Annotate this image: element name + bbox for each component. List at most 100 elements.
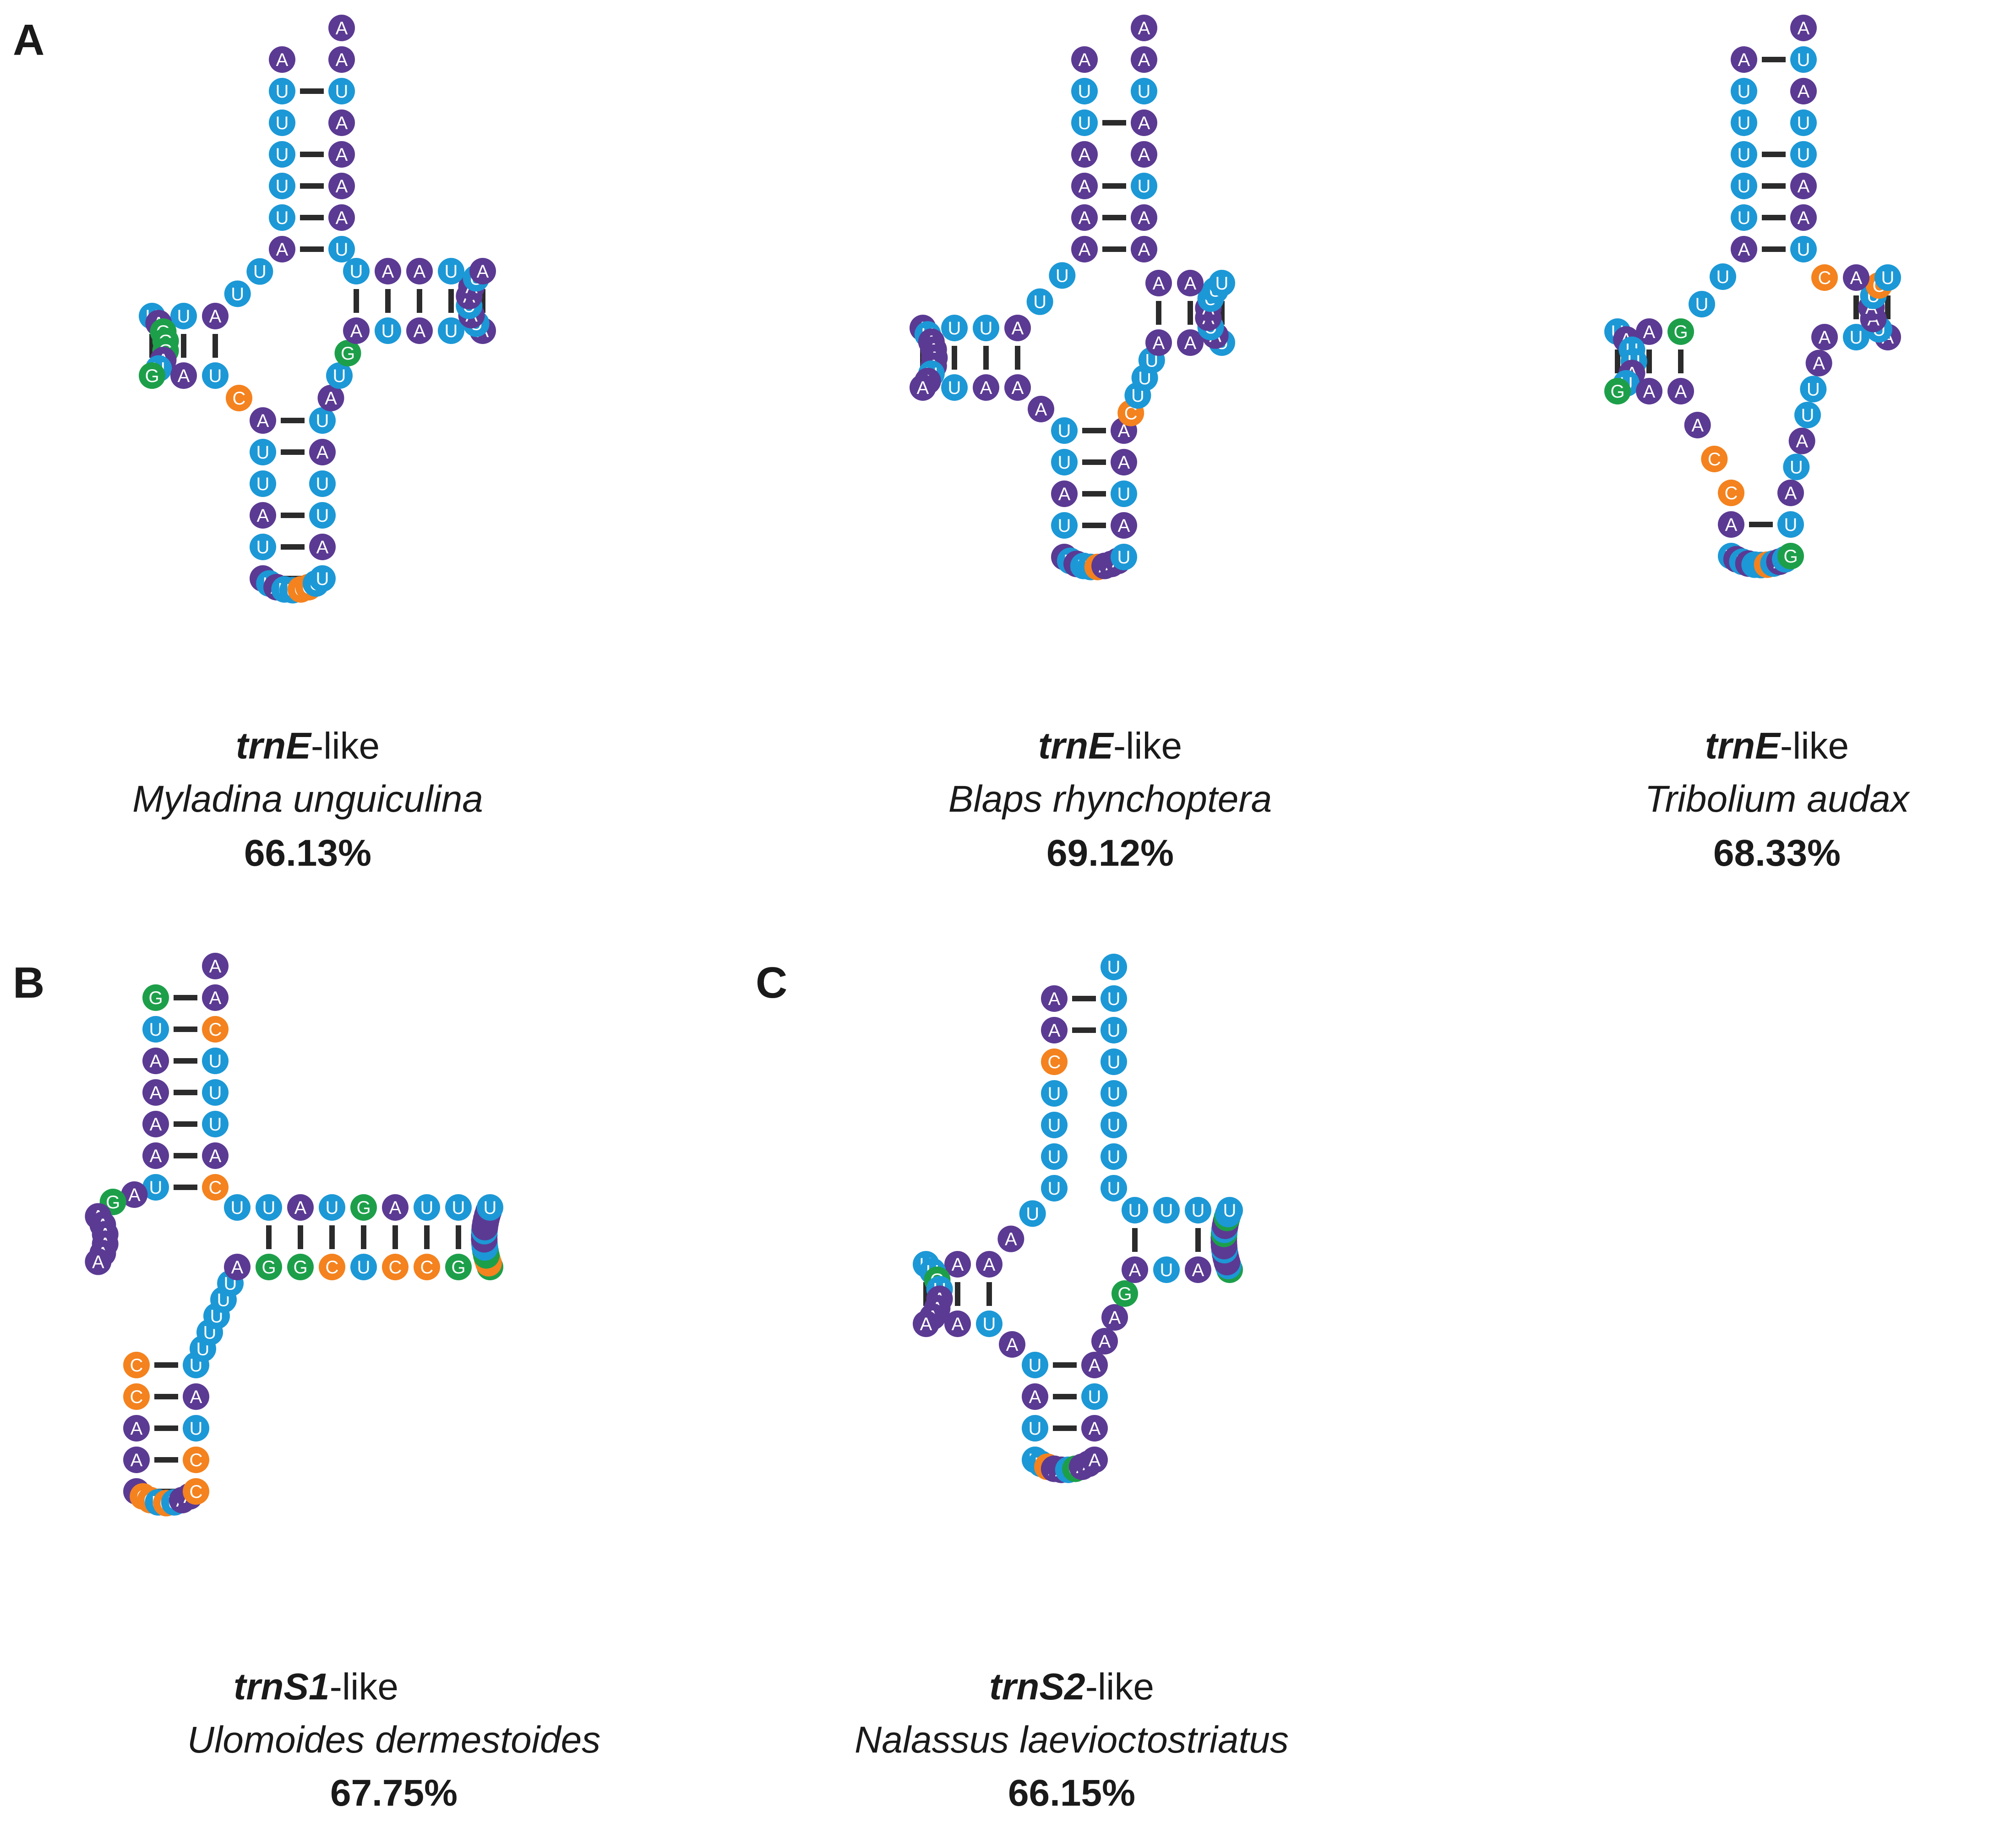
- nucleotide-circle: [1081, 1352, 1108, 1378]
- nucleotide-letter: A: [1192, 1260, 1204, 1280]
- nucleotide-circle: [1101, 954, 1127, 980]
- nucleotide-a: A: [317, 385, 344, 411]
- nucleotide-circle: [224, 1194, 251, 1221]
- nucleotide-circle: [1051, 449, 1078, 475]
- nucleotide-circle: [1131, 236, 1157, 262]
- nucleotide-g: G: [445, 1254, 472, 1280]
- nucleotide-circle: [250, 470, 276, 497]
- nucleotide-letter: A: [1738, 50, 1750, 70]
- nucleotide-circle: [997, 1225, 1024, 1252]
- nucleotide-letter: U: [276, 113, 289, 133]
- nucleotide-letter: U: [1107, 1179, 1121, 1199]
- nucleotide-u: U: [1777, 511, 1804, 538]
- nucleotide-a: A: [1145, 270, 1172, 296]
- nucleotide-u: U: [1710, 263, 1736, 290]
- nucleotide-u: U: [1101, 1175, 1127, 1201]
- nucleotide-circle: [1101, 1143, 1127, 1170]
- nucleotide-circle: [1185, 1256, 1211, 1283]
- gene-label: trnS1-like: [234, 1666, 398, 1708]
- nucleotide-circle: [202, 303, 229, 329]
- nucleotide-a: A: [1004, 374, 1031, 401]
- nucleotide-g: G: [142, 984, 169, 1011]
- nucleotide-letter: U: [1107, 1084, 1121, 1104]
- nucleotide-a: A: [121, 1181, 148, 1208]
- nucleotide-c: C: [202, 1016, 229, 1043]
- nucleotide-letter: C: [326, 1257, 339, 1278]
- nucleotide-letter: U: [177, 306, 191, 327]
- nucleotide-letter: A: [131, 1450, 143, 1470]
- nucleotide-circle: [1004, 315, 1031, 341]
- nucleotide-letter: A: [1079, 208, 1091, 228]
- nucleotide-letter: U: [1029, 1419, 1042, 1439]
- nucleotide-circle: [142, 1016, 169, 1043]
- nucleotide-letter: A: [1643, 382, 1656, 402]
- nucleotide-a: A: [382, 1194, 409, 1221]
- nucleotide-letter: A: [1099, 1332, 1111, 1352]
- nucleotide-a: A: [343, 317, 370, 344]
- nucleotide-u: U: [350, 1254, 377, 1280]
- nucleotide-letter: U: [1738, 82, 1751, 102]
- nucleotide-circle: [85, 1248, 112, 1275]
- nucleotide-circle: [287, 1194, 314, 1221]
- nucleotide-letter: U: [1738, 145, 1751, 165]
- nucleotide-circle: [1049, 262, 1076, 289]
- nucleotide-circle: [1041, 1112, 1068, 1138]
- nucleotide-letter: C: [420, 1257, 434, 1278]
- nucleotide-letter: U: [1058, 516, 1071, 536]
- nucleotide-letter: U: [948, 318, 961, 339]
- nucleotide-u: U: [1071, 109, 1098, 136]
- nucleotide-letter: A: [1738, 240, 1750, 260]
- nucleotide-circle: [976, 1251, 1003, 1278]
- nucleotide-u: U: [1731, 204, 1757, 231]
- nucleotide-circle: [406, 317, 433, 344]
- nucleotide-u: U: [269, 109, 295, 136]
- nucleotide-letter: U: [231, 1198, 244, 1218]
- nucleotide-circle: [1604, 378, 1631, 404]
- nucleotide-a: A: [976, 1251, 1003, 1278]
- nucleotide-circle: [1019, 1200, 1046, 1227]
- nucleotide-circle: [1216, 1197, 1243, 1223]
- gene-label: trnE-like: [236, 725, 380, 767]
- nucleotide-circle: [269, 173, 295, 199]
- nucleotide-g: G: [1112, 1280, 1138, 1307]
- nucleotide-u: U: [445, 1194, 472, 1221]
- species-name: Nalassus laevioctostriatus: [855, 1719, 1289, 1761]
- nucleotide-g: G: [139, 362, 165, 389]
- nucleotide-letter: A: [350, 321, 363, 341]
- nucleotide-u: U: [250, 534, 276, 560]
- nucleotide-circle: [269, 109, 295, 136]
- nucleotide-circle: [1071, 109, 1098, 136]
- nucleotide-letter: A: [276, 240, 289, 260]
- nucleotide-u: U: [1101, 1143, 1127, 1170]
- nucleotide-letter: U: [1801, 405, 1814, 426]
- nucleotide-circle: [1041, 1143, 1068, 1170]
- nucleotide-circle: [256, 1194, 282, 1221]
- nucleotide-a: A: [1731, 236, 1757, 262]
- nucleotide-a: A: [1071, 236, 1098, 262]
- nucleotide-letter: A: [1675, 382, 1687, 402]
- nucleotide-u: U: [1874, 264, 1901, 291]
- nucleotide-u: U: [438, 258, 464, 284]
- nucleotide-a: A: [1790, 78, 1817, 104]
- nucleotide-circle: [319, 1254, 345, 1280]
- nucleotide-letter: U: [335, 82, 349, 102]
- nucleotide-letter: U: [262, 1198, 276, 1218]
- nucleotide-letter: U: [316, 506, 329, 526]
- nucleotide-circle: [202, 953, 229, 979]
- nucleotide-letter: C: [1818, 268, 1831, 288]
- nucleotide-a: A: [1111, 449, 1137, 475]
- nucleotide-letter: U: [209, 1083, 222, 1103]
- nucleotide-a: A: [328, 204, 355, 231]
- nucleotide-a: A: [1790, 173, 1817, 199]
- nucleotide-circle: [1026, 288, 1053, 315]
- nucleotide-letter: A: [150, 1114, 162, 1135]
- nucleotide-letter: U: [316, 474, 329, 494]
- nucleotide-letter: U: [256, 474, 270, 494]
- nucleotide-a: A: [1131, 204, 1157, 231]
- nucleotide-letter: U: [420, 1198, 434, 1218]
- structure-blaps-rhynchoptera: AUUAAAAAAUAAUAAUUAUUAUAAAAUAAUAAAUUAUAUA…: [910, 15, 1235, 580]
- at-content-percent: 67.75%: [330, 1772, 458, 1814]
- nucleotide-u: U: [1843, 324, 1869, 350]
- nucleotide-a: A: [1790, 15, 1817, 41]
- nucleotide-a: A: [1843, 264, 1869, 291]
